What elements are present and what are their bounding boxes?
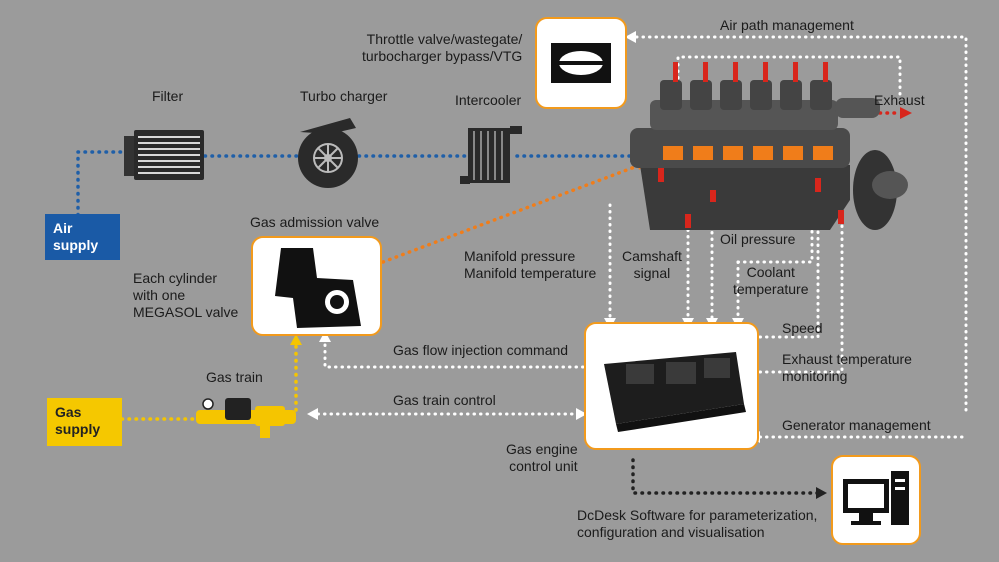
- gas-train-icon: [196, 398, 296, 438]
- gas-engine-icon: [630, 62, 908, 230]
- gas-flow-label: Gas flow injection command: [393, 342, 569, 358]
- intercooler-icon: [460, 126, 522, 184]
- exhaust-temp-label: Exhaust temperature monitoring: [782, 351, 912, 384]
- turbocharger-icon: [298, 118, 358, 188]
- throttle-valve-icon: [551, 43, 611, 83]
- air-filter-icon: [124, 130, 204, 180]
- turbo-label: Turbo charger: [300, 88, 388, 104]
- control-unit-box: [584, 322, 759, 450]
- manifold-label: Manifold pressure Manifold temperature: [464, 248, 597, 281]
- control-unit-icon: [604, 352, 746, 432]
- gas-supply-box: Gas supply: [47, 398, 122, 446]
- gas-train-control-label: Gas train control: [393, 392, 496, 408]
- ecu-label: Gas engine control unit: [506, 441, 578, 474]
- software-line: [631, 458, 820, 495]
- exhaust-label: Exhaust: [874, 92, 925, 108]
- intercooler-label: Intercooler: [455, 92, 522, 108]
- oil-pressure-label: Oil pressure: [720, 231, 796, 247]
- throttle-label: Throttle valve/wastegate/ turbocharger b…: [362, 31, 523, 64]
- speed-label: Speed: [782, 320, 823, 336]
- gas-train-label: Gas train: [206, 369, 263, 385]
- air-supply-box: Air supply: [45, 214, 120, 260]
- coolant-label: Coolant temperature: [733, 264, 809, 297]
- dcdesk-label: DcDesk Software for parameterization, co…: [577, 507, 818, 540]
- generator-label: Generator management: [782, 417, 931, 433]
- computer-box: [831, 455, 921, 545]
- filter-label: Filter: [152, 88, 184, 104]
- air-path-label: Air path management: [720, 17, 854, 33]
- throttle-valve-box: [535, 17, 627, 109]
- computer-icon: [843, 471, 909, 525]
- each-cylinder-label: Each cylinder with one MEGASOL valve: [133, 270, 239, 320]
- gas-supply-line: [120, 341, 298, 421]
- gas-admission-valve-box: [251, 236, 382, 336]
- gas-admission-valve-icon: [275, 248, 361, 328]
- gas-admission-label: Gas admission valve: [250, 214, 380, 230]
- air-path-line: [76, 150, 632, 217]
- camshaft-label: Camshaft signal: [622, 248, 682, 281]
